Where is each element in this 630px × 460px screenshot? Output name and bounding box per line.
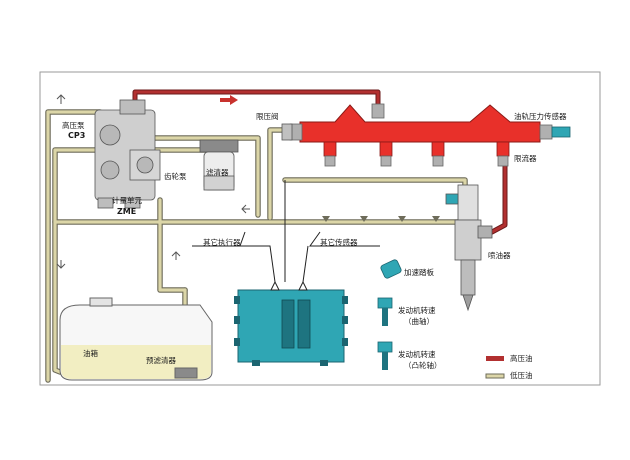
- lp-flow-arrows: [56, 94, 250, 269]
- label-pressure-limit-valve: 限压阀: [256, 112, 279, 121]
- accelerator-pedal: [380, 259, 402, 279]
- label-prefilter: 预滤清器: [146, 356, 176, 365]
- label-cam-speed-sensor-2: （凸轮轴）: [404, 361, 442, 370]
- fuel-tank: [59, 297, 213, 381]
- label-rail-pressure-sensor: 油轨压力传感器: [514, 112, 567, 121]
- ecu-wires: [192, 180, 380, 291]
- hp-flow-arrow: [220, 95, 238, 105]
- fuel-filter: [199, 139, 239, 191]
- ecu: [234, 289, 348, 366]
- label-other-actuators: 其它执行器: [203, 238, 241, 247]
- hp-pump-assembly: [94, 99, 161, 209]
- pressure-limit-valve: [281, 123, 293, 141]
- label-hp-pump: 高压泵: [62, 121, 85, 130]
- label-cam-speed-sensor-1: 发动机转速: [398, 350, 436, 359]
- label-other-sensors: 其它传感器: [320, 238, 358, 247]
- legend-label-low: 低压油: [510, 371, 533, 380]
- label-hp-pump-model: CP3: [68, 131, 86, 140]
- crank-speed-sensor: [377, 297, 393, 326]
- label-injector: 喷油器: [488, 251, 511, 260]
- label-fuel-tank: 油箱: [83, 349, 98, 358]
- label-gear-pump: 齿轮泵: [164, 172, 187, 181]
- label-flow-limiter: 限流器: [514, 154, 537, 163]
- injector: [445, 184, 493, 312]
- junction-markers: [322, 216, 440, 222]
- legend-swatches: [485, 356, 505, 379]
- label-metering-unit-code: ZME: [117, 207, 137, 216]
- label-crank-speed-sensor-1: 发动机转速: [398, 306, 436, 315]
- cam-speed-sensor: [377, 341, 393, 370]
- label-metering-unit: 计量单元: [112, 196, 142, 205]
- common-rail: [289, 103, 571, 167]
- legend-swatch-high: [486, 356, 504, 361]
- label-filter: 滤清器: [206, 168, 229, 177]
- label-crank-speed-sensor-2: （曲轴）: [404, 317, 434, 326]
- legend-label-high: 高压油: [510, 354, 533, 363]
- legend-swatch-low: [485, 373, 505, 379]
- label-accelerator-pedal: 加速踏板: [404, 268, 434, 277]
